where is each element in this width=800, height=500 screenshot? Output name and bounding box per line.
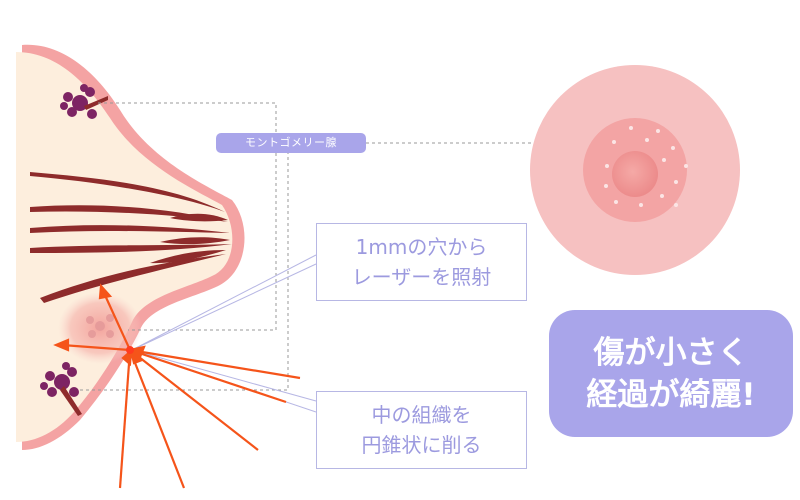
milk-ducts: [30, 172, 232, 303]
montgomery-gland-dots: [604, 126, 688, 207]
montgomery-gland-lower: [40, 362, 82, 416]
areola-front-view: [530, 65, 740, 275]
laser-callout-line-2: レーザーを照射: [351, 265, 492, 289]
benefit-line-2: 経過が綺麗!: [586, 377, 756, 413]
tissue-callout-line-2: 円錐状に削る: [361, 433, 482, 457]
laser-callout: 1mmの穴から レーザーを照射: [316, 223, 527, 301]
montgomery-gland-upper: [60, 84, 108, 119]
laser-callout-line-1: 1mmの穴から: [355, 235, 488, 259]
tissue-callout-line-1: 中の組織を: [371, 403, 472, 427]
montgomery-gland-label: モントゴメリー腺: [216, 133, 366, 153]
laser-entry-point: [126, 346, 134, 354]
benefit-line-1: 傷が小さく: [593, 335, 749, 371]
laser-rays: [53, 283, 301, 489]
nipple: [612, 151, 658, 197]
benefit-badge: 傷が小さく 経過が綺麗!: [549, 310, 793, 437]
dashed-leader-lines: [80, 102, 615, 391]
tissue-callout: 中の組織を 円錐状に削る: [316, 391, 527, 469]
